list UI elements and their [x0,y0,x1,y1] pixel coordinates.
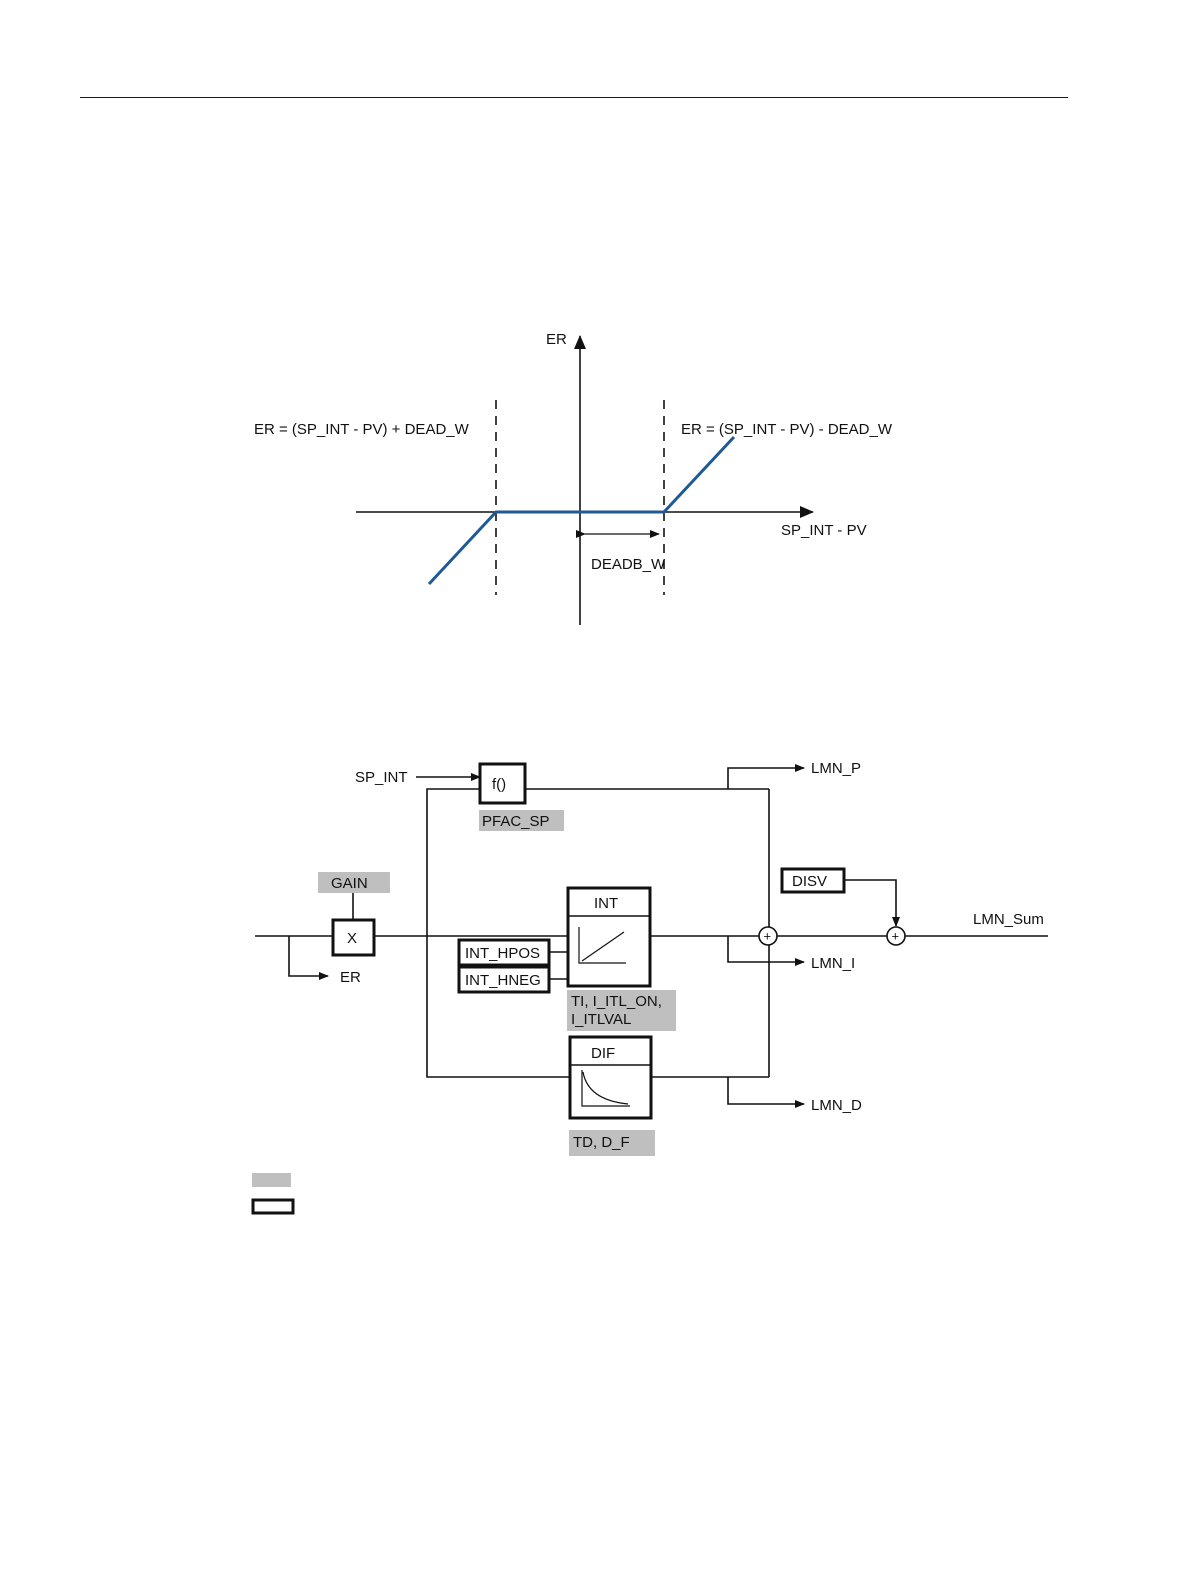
setpoint-function-label: f() [492,776,506,793]
lmn-d-arrow [728,1077,804,1104]
legend [252,1173,293,1213]
int-params-line1: TI, I_ITL_ON, [571,993,662,1010]
disv-label: DISV [792,873,827,890]
legend-block-swatch [253,1200,293,1213]
deadband-curve [429,437,734,584]
lmn-d-label: LMN_D [811,1097,862,1114]
int-hpos-label: INT_HPOS [465,945,540,962]
left-formula: ER = (SP_INT - PV) + DEAD_W [254,421,470,438]
gain-label: GAIN [331,875,368,892]
summing-junction-2-sign: + [892,929,900,944]
lmn-p-arrow [728,768,804,789]
x-axis-label: SP_INT - PV [781,522,867,539]
multiplier-label: X [347,930,357,947]
er-label: ER [340,969,361,986]
dif-params-label: TD, D_F [573,1134,630,1151]
deadband-width-label: DEADB_W [591,556,666,573]
lmn-sum-label: LMN_Sum [973,911,1044,928]
legend-parameter-swatch [252,1173,291,1187]
right-formula: ER = (SP_INT - PV) - DEAD_W [681,421,893,438]
differentiator-title: DIF [591,1045,615,1062]
int-hneg-label: INT_HNEG [465,972,541,989]
pfac-sp-label: PFAC_SP [482,813,550,830]
disv-arrow [844,880,896,926]
lmn-i-label: LMN_I [811,955,855,972]
y-axis-label: ER [546,331,567,348]
lmn-p-label: LMN_P [811,760,861,777]
sp-int-label: SP_INT [355,769,408,786]
int-params-line2: I_ITLVAL [571,1011,631,1028]
proportional-path [427,789,480,936]
summing-junction-1-sign: + [764,929,772,944]
pid-block-diagram: GAIN PFAC_SP TI, I_ITL_ON, I_ITLVAL TD, … [255,760,1048,1156]
er-branch-wire [289,936,328,976]
integrator-title: INT [594,895,618,912]
deadband-diagram: ER SP_INT - PV ER = (SP_INT - PV) + DEAD… [254,331,893,625]
